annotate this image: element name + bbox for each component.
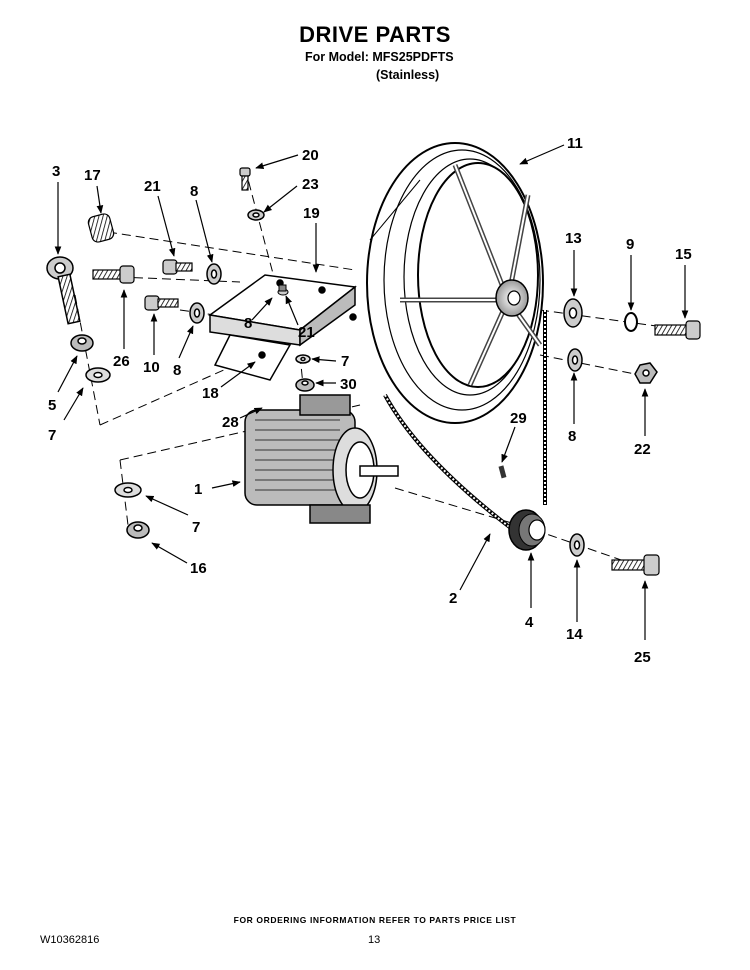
callout-1: 1	[194, 481, 202, 498]
bolt-20	[239, 167, 251, 191]
lock-washer	[624, 312, 638, 332]
callout-19: 19	[303, 205, 320, 222]
nuts-and-washers	[70, 334, 315, 539]
page-number: 13	[368, 934, 381, 946]
callout-16: 16	[190, 560, 207, 577]
large-pulley-wheel	[366, 142, 544, 424]
callout-18: 18	[202, 385, 219, 402]
callout-25: 25	[634, 649, 651, 666]
callout-21: 21	[298, 324, 315, 341]
callout-labels: 3 17 21 8 20 23 19 11 13 9 15 26 10 8 8 …	[48, 135, 692, 666]
callout-8: 8	[173, 362, 181, 379]
knurled-adjuster	[87, 213, 115, 243]
model-line: For Model: MFS25PDFTS	[305, 50, 454, 64]
callout-21: 21	[144, 178, 161, 195]
callout-14: 14	[566, 626, 583, 643]
drive-motor	[244, 394, 399, 524]
nut-22	[634, 362, 658, 384]
bolt-15	[654, 320, 701, 340]
drive-belt	[383, 310, 547, 537]
callout-30: 30	[340, 376, 357, 393]
callout-7: 7	[192, 519, 200, 536]
small-motor-pulley	[508, 509, 546, 551]
callout-7: 7	[48, 427, 56, 444]
variant-line: (Stainless)	[376, 68, 440, 82]
bolt-21	[162, 259, 193, 275]
callout-13: 13	[565, 230, 582, 247]
callout-11: 11	[567, 135, 583, 152]
callout-8: 8	[244, 315, 252, 332]
plate-screw	[277, 284, 289, 296]
bolt-26	[92, 265, 135, 284]
callout-4: 4	[525, 614, 534, 631]
ordering-note: FOR ORDERING INFORMATION REFER TO PARTS …	[233, 915, 517, 925]
callout-2: 2	[449, 590, 457, 607]
callout-7: 7	[341, 353, 349, 370]
callout-17: 17	[84, 167, 101, 184]
callout-20: 20	[302, 147, 319, 164]
pulley-key	[498, 465, 507, 479]
callout-8: 8	[568, 428, 576, 445]
document-number: W10362816	[40, 934, 100, 946]
eye-bolt	[46, 256, 81, 325]
bolt-25	[611, 554, 660, 576]
page-title: DRIVE PARTS	[299, 22, 451, 47]
callout-26: 26	[113, 353, 130, 370]
washers	[189, 263, 585, 557]
callout-15: 15	[675, 246, 692, 263]
leader-arrows	[54, 144, 689, 640]
callout-9: 9	[626, 236, 634, 253]
callout-28: 28	[222, 414, 239, 431]
bolt-10	[144, 295, 179, 311]
callout-5: 5	[48, 397, 56, 414]
callout-3: 3	[52, 163, 60, 180]
callout-23: 23	[302, 176, 319, 193]
washer-23	[247, 209, 265, 221]
callout-29: 29	[510, 410, 527, 427]
callout-22: 22	[634, 441, 651, 458]
motor-mounting-plate	[208, 274, 357, 381]
callout-10: 10	[143, 359, 160, 376]
callout-8: 8	[190, 183, 198, 200]
